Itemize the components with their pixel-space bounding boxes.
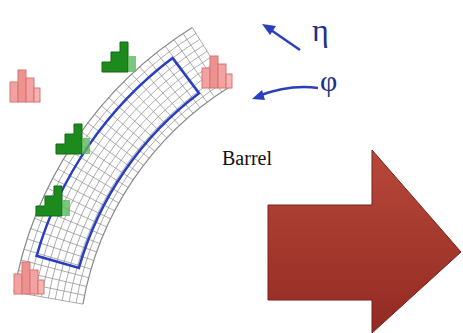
calorimeter-grid: [14, 28, 229, 305]
energy-deposit: [36, 186, 70, 216]
grid-line: [95, 114, 150, 158]
energy-deposit: [56, 124, 90, 154]
phi-label: φ: [320, 66, 337, 96]
grid-line: [48, 57, 210, 298]
grid-line: [83, 87, 230, 304]
eta-arrow: [268, 28, 300, 50]
cluster-outline: [37, 58, 199, 268]
grid-line: [124, 82, 173, 132]
grid-line: [88, 123, 144, 165]
noise-histogram: [10, 70, 40, 102]
grid-line: [14, 28, 192, 292]
grid-line: [35, 45, 204, 295]
big-arrow: [268, 150, 461, 333]
noise-histogram: [202, 56, 232, 88]
noise-histogram: [14, 262, 44, 294]
grid-line: [140, 67, 187, 119]
grid-line: [116, 90, 167, 138]
grid-line: [132, 74, 180, 125]
energy-deposit: [102, 42, 136, 72]
grid-line: [165, 46, 207, 102]
grid-line: [21, 34, 196, 294]
grid-line: [109, 98, 161, 145]
eta-arrowhead: [262, 24, 276, 35]
grid-line: [62, 69, 218, 300]
grid-line: [148, 60, 193, 114]
grid-line: [157, 53, 201, 108]
phi-arrowhead: [252, 90, 265, 100]
grid-line: [28, 39, 200, 294]
eta-label: η: [312, 14, 329, 46]
grid-line: [102, 106, 155, 151]
grid-line: [63, 159, 123, 195]
grid-line: [42, 51, 208, 296]
grid-line: [69, 150, 128, 188]
region-label: Barrel: [222, 148, 272, 168]
phi-arrow: [258, 87, 318, 96]
